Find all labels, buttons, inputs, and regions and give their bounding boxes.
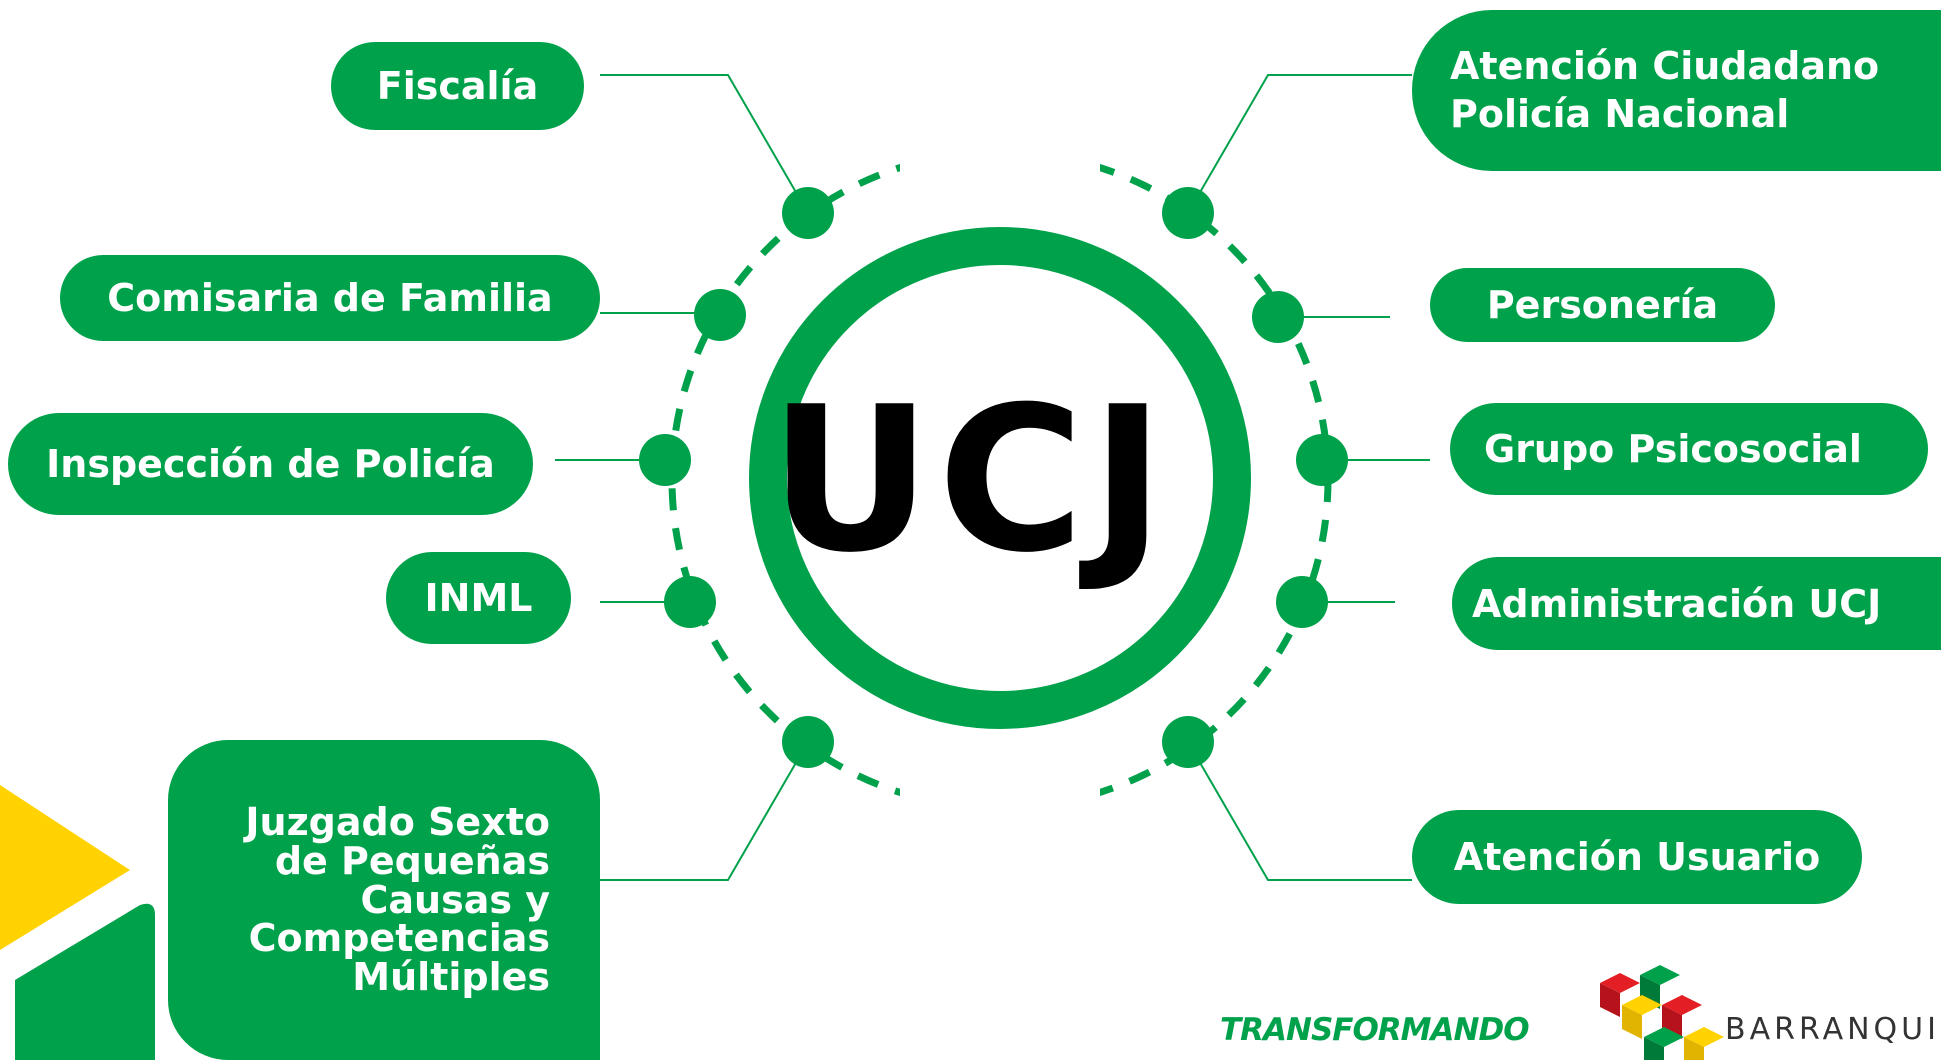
yellow-triangle-decoration — [0, 785, 130, 950]
node-comisaria-label: Comisaria de Familia — [107, 276, 553, 320]
node-dot-atencion-usuario — [1162, 716, 1214, 768]
node-comisaria: Comisaria de Familia — [60, 255, 600, 341]
connector-atencion-ciudadano — [1187, 74, 1412, 214]
node-dot-administracion — [1276, 576, 1328, 628]
node-juzgado: Juzgado Sexto de Pequeñas Causas y Compe… — [168, 740, 600, 1060]
connector-fiscalia — [600, 74, 809, 214]
node-fiscalia: Fiscalía — [331, 42, 584, 130]
node-dot-fiscalia — [782, 187, 834, 239]
green-block-decoration — [15, 903, 155, 1060]
node-personeria-label: Personería — [1486, 283, 1719, 327]
node-dot-inml — [664, 576, 716, 628]
node-dot-comisaria — [694, 289, 746, 341]
branding-footer: TRANSFORMANDO BARRANQUI — [1210, 960, 1941, 1060]
node-fiscalia-label: Fiscalía — [376, 64, 539, 108]
center-label: UCJ — [769, 363, 1171, 597]
node-atencion-ciudadano-label: Atención Ciudadano Policía Nacional — [1450, 44, 1880, 136]
node-inml-label: INML — [424, 576, 533, 620]
node-atencion-usuario-label: Atención Usuario — [1453, 835, 1821, 879]
node-dot-inspeccion — [639, 434, 691, 486]
center-circle — [749, 227, 1251, 729]
node-juzgado-label: Juzgado Sexto de Pequeñas Causas y Compe… — [245, 800, 550, 1000]
node-dot-juzgado — [782, 716, 834, 768]
node-inml: INML — [386, 552, 571, 644]
branding-city: BARRANQUI — [1725, 1012, 1940, 1047]
node-administracion-label: Administración UCJ — [1472, 581, 1882, 626]
node-administracion: Administración UCJ — [1452, 557, 1941, 650]
node-inspeccion-label: Inspección de Policía — [46, 442, 495, 486]
branding-tagline: TRANSFORMANDO — [1220, 1012, 1530, 1048]
node-grupo-psicosocial: Grupo Psicosocial — [1450, 403, 1928, 495]
ring-nodes — [639, 187, 1348, 768]
node-dot-atencion-ciudadano — [1162, 187, 1214, 239]
node-grupo-psicosocial-label: Grupo Psicosocial — [1484, 427, 1862, 471]
node-personeria: Personería — [1430, 268, 1775, 342]
node-dot-grupo-psicosocial — [1296, 434, 1348, 486]
ring-gap-top — [900, 140, 1100, 185]
barranquilla-logo-mark — [1600, 965, 1724, 1060]
node-dot-personeria — [1252, 291, 1304, 343]
node-inspeccion: Inspección de Policía — [8, 413, 533, 515]
ring-gap-bottom — [900, 775, 1100, 820]
node-atencion-usuario: Atención Usuario — [1412, 810, 1862, 904]
node-atencion-ciudadano: Atención Ciudadano Policía Nacional — [1412, 10, 1941, 171]
connector-atencion-usuario — [1187, 741, 1412, 881]
connector-juzgado — [600, 741, 809, 881]
